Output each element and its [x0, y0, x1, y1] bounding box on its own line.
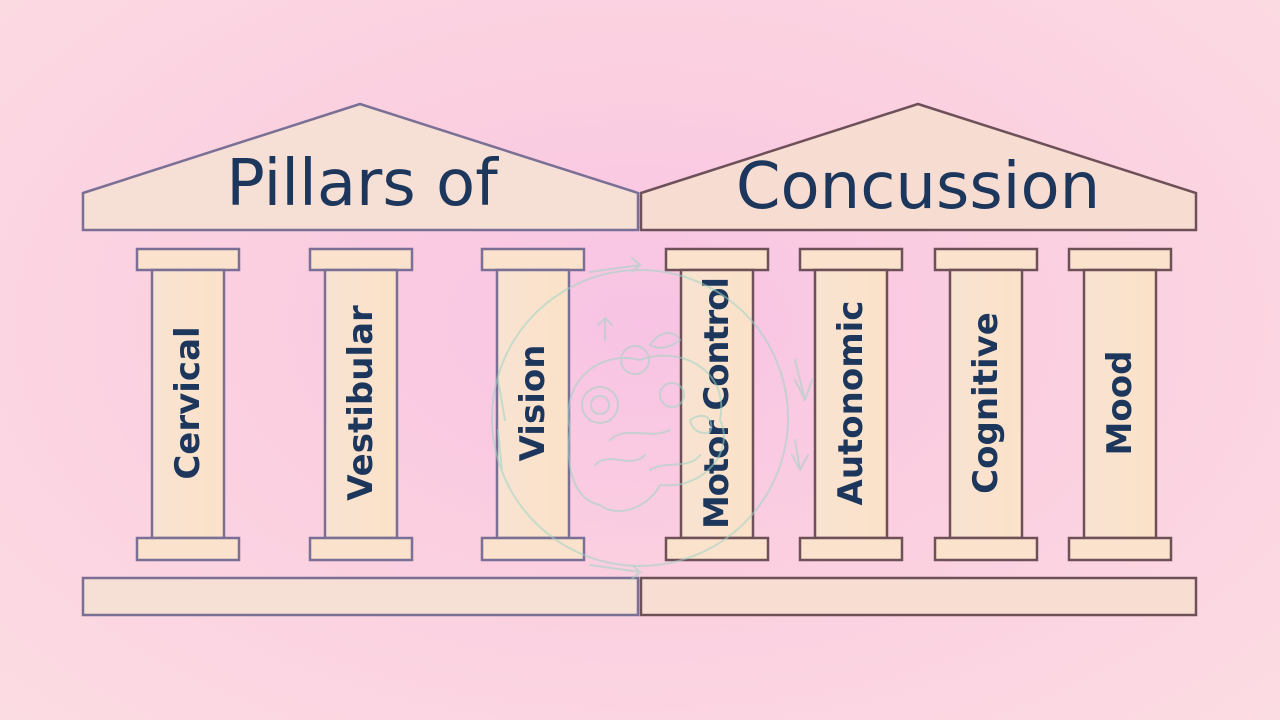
- pillar-capital: [1067, 247, 1173, 272]
- base-right: [639, 576, 1198, 617]
- pillar-plinth: [933, 536, 1039, 562]
- roof-left: [81, 102, 640, 232]
- pillar: Cervical: [135, 247, 241, 562]
- pillar-capital: [308, 247, 414, 272]
- roof-right: [639, 102, 1198, 232]
- pillar-capital: [480, 247, 586, 272]
- pillar-plinth: [135, 536, 241, 562]
- title-right: Concussion: [736, 150, 1100, 224]
- pillar-plinth: [798, 536, 904, 562]
- pillar-capital: [135, 247, 241, 272]
- pillar: Mood: [1067, 247, 1173, 562]
- pillar-capital: [664, 247, 770, 272]
- pillar-shaft: [948, 268, 1024, 540]
- pillar-shaft: [813, 268, 889, 540]
- pillar-capital: [798, 247, 904, 272]
- pillar-label: Vestibular: [341, 305, 381, 501]
- pillar-plinth: [664, 536, 770, 562]
- pillar-plinth: [308, 536, 414, 562]
- title-left: Pillars of: [226, 147, 499, 221]
- pillar: Vision: [480, 247, 586, 562]
- pillar-plinth: [480, 536, 586, 562]
- pillar-shaft: [679, 268, 755, 540]
- pillar-plinth: [1067, 536, 1173, 562]
- pillar-label: Vision: [513, 345, 553, 462]
- pillar-label: Cognitive: [966, 312, 1006, 494]
- pillar-capital: [933, 247, 1039, 272]
- pillar-shaft: [150, 268, 226, 540]
- pillar-label: Motor Control: [697, 277, 737, 529]
- pillar: Cognitive: [933, 247, 1039, 562]
- pillar-label: Cervical: [168, 326, 208, 479]
- base-left: [81, 576, 640, 617]
- pillar-label: Mood: [1100, 351, 1140, 456]
- columns-group: Cervical Vestibular Vision Motor Control Aut…: [135, 247, 1173, 562]
- pillar-label: Autonomic: [831, 301, 871, 506]
- pillar: Autonomic: [798, 247, 904, 562]
- brain-flower-emblem-icon: [491, 257, 813, 580]
- pillar: Motor Control: [664, 247, 770, 562]
- pillar: Vestibular: [308, 247, 414, 562]
